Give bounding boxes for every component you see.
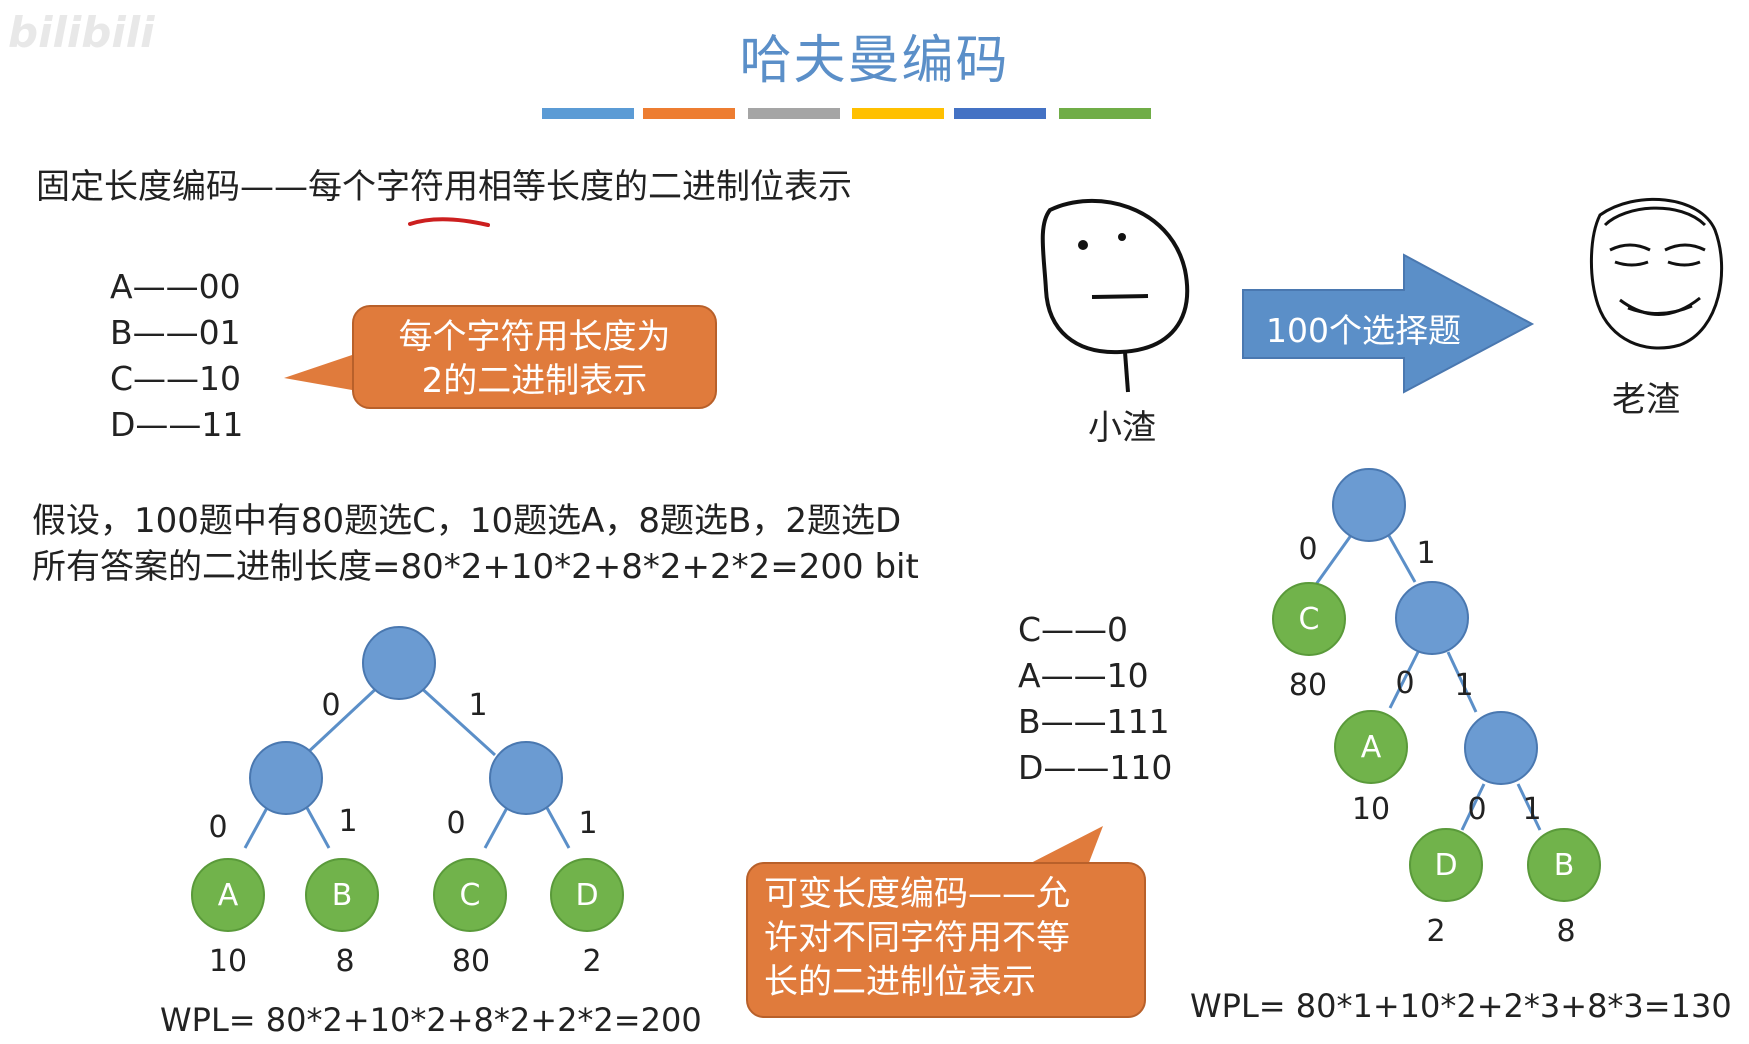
leaf-weight: 2 [1426,914,1446,949]
callout-line: 每个字符用长度为 [398,317,671,357]
fixed-code-d: D——11 [110,405,244,444]
fixed-code-a: A——00 [110,267,241,306]
tree-internal-node [249,741,323,815]
variable-code-a: A——10 [1018,656,1149,695]
edge-label: 0 [1467,792,1487,827]
assumption-text: 假设，100题中有80题选C，10题选A，8题选B，2题选D [32,501,902,541]
leaf-node-c: C [433,858,507,932]
variable-code-d: D——110 [1018,748,1173,787]
leaf-node-a: A [191,858,265,932]
leaf-weight: 10 [208,944,248,979]
variable-code-b: B——111 [1018,702,1170,741]
edge-label: 0 [321,688,341,723]
edge-label: 1 [338,804,358,839]
edge-label: 1 [468,688,488,723]
edge-label: 0 [1395,666,1415,701]
variable-wpl-formula: WPL= 80*1+10*2+2*3+8*3=130 [1190,987,1732,1025]
title-bar-orange [643,108,735,119]
edge-label: 1 [1454,668,1474,703]
leaf-node-b: B [305,858,379,932]
leaf-weight: 10 [1351,792,1391,827]
edge-label: 0 [446,806,466,841]
edge-label: 1 [578,806,598,841]
callout-line: 长的二进制位表示 [764,962,1036,1002]
title-bar-green [1059,108,1151,119]
leaf-weight: 80 [1288,668,1328,703]
fixed-code-b: B——01 [110,313,241,352]
right-face-label: 老渣 [1612,380,1680,420]
edge-label: 0 [208,810,228,845]
variable-code-c: C——0 [1018,610,1129,649]
page-title: 哈夫曼编码 [739,31,1010,91]
tree-root-node [1332,468,1406,542]
fixed-length-definition: 固定长度编码——每个字符用相等长度的二进制位表示 [36,167,852,207]
variable-length-callout: 可变长度编码——允 许对不同字符用不等 长的二进制位表示 [746,862,1146,1018]
callout-line: 2的二进制表示 [421,361,648,401]
fixed-code-c: C——10 [110,359,242,398]
fixed-code-list: A——00 B——01 C——10 D——11 [110,264,243,448]
bilibili-watermark: bilibili [8,8,155,57]
leaf-weight: 80 [451,944,491,979]
leaf-node-d: D [1409,828,1483,902]
leaf-weight: 2 [582,944,602,979]
leaf-node-a: A [1334,710,1408,784]
title-bar-gray [748,108,840,119]
leaf-node-c: C [1272,582,1346,656]
leaf-weight: 8 [335,944,355,979]
binary-length-text: 所有答案的二进制长度=80*2+10*2+8*2+2*2=200 bit [32,547,919,587]
edge-label: 1 [1522,792,1542,827]
variable-code-list: C——0 A——10 B——111 D——110 [1018,607,1172,791]
fixed-length-callout: 每个字符用长度为 2的二进制表示 [352,305,717,409]
tree-root-node [362,626,436,700]
fixed-wpl-formula: WPL= 80*2+10*2+8*2+2*2=200 [160,1001,702,1039]
callout-line: 可变长度编码——允 [764,874,1070,914]
title-bar-yellow [852,108,944,119]
leaf-weight: 8 [1556,914,1576,949]
leaf-node-d: D [550,858,624,932]
arrow-text: 100个选择题 [1266,311,1461,350]
edge-label: 1 [1416,536,1436,571]
callout-line: 许对不同字符用不等 [764,918,1070,958]
left-face-label: 小渣 [1088,408,1156,448]
tree-internal-node [1395,581,1469,655]
tree-internal-node [489,741,563,815]
leaf-node-b: B [1527,828,1601,902]
edge-label: 0 [1298,532,1318,567]
title-bar-darkblue [954,108,1046,119]
tree-internal-node [1464,711,1538,785]
title-bar-blue [542,108,634,119]
